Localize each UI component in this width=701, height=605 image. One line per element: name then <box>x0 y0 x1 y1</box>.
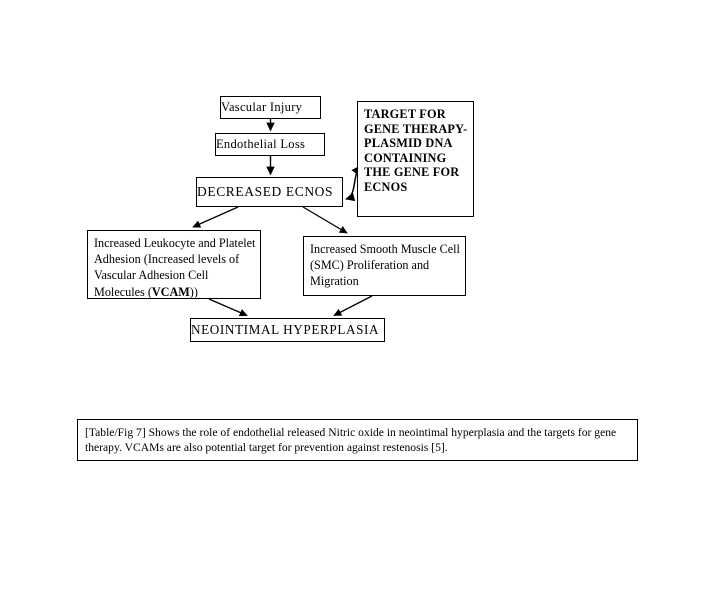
node-neointimal-hyperplasia-label: NEOINTIMAL HYPERPLASIA <box>191 322 380 337</box>
node-leukocyte-platelet-adhesion-text-part1: Increased Leukocyte and Platelet Adhesio… <box>94 236 256 299</box>
node-neointimal-hyperplasia: NEOINTIMAL HYPERPLASIA <box>190 318 385 342</box>
arrow-smc-proliferation-to-neointimal-hyperplasia <box>333 295 373 317</box>
node-leukocyte-platelet-adhesion-label: Increased Leukocyte and Platelet Adhesio… <box>94 235 260 300</box>
node-target-gene-therapy-label: TARGET FOR GENE THERAPY-PLASMID DNA CONT… <box>364 107 468 194</box>
node-vascular-injury-label: Vascular Injury <box>221 100 303 114</box>
node-decreased-ecnos: DECREASED ECNOS <box>196 177 343 207</box>
node-leukocyte-platelet-adhesion-text-part2: )) <box>189 284 198 299</box>
node-leukocyte-platelet-adhesion-vcam-abbr: VCAM <box>151 284 190 299</box>
arrow-decreased-ecnos-to-smc-proliferation <box>302 206 348 234</box>
arrow-leukocyte-adhesion-to-neointimal-hyperplasia <box>208 298 248 317</box>
arrow-decreased-ecnos-to-leukocyte-adhesion <box>192 206 239 228</box>
node-endothelial-loss: Endothelial Loss <box>215 133 325 156</box>
figure-caption: [Table/Fig 7] Shows the role of endothel… <box>77 419 638 461</box>
node-smc-proliferation-label: Increased Smooth Muscle Cell (SMC) Proli… <box>310 242 460 289</box>
node-target-gene-therapy: TARGET FOR GENE THERAPY-PLASMID DNA CONT… <box>357 101 474 217</box>
node-endothelial-loss-label: Endothelial Loss <box>216 137 306 151</box>
node-vascular-injury: Vascular Injury <box>220 96 321 119</box>
figure-caption-text: [Table/Fig 7] Shows the role of endothel… <box>85 426 617 455</box>
node-leukocyte-platelet-adhesion: Increased Leukocyte and Platelet Adhesio… <box>87 230 261 299</box>
node-smc-proliferation: Increased Smooth Muscle Cell (SMC) Proli… <box>303 236 466 296</box>
node-decreased-ecnos-label: DECREASED ECNOS <box>197 184 334 199</box>
